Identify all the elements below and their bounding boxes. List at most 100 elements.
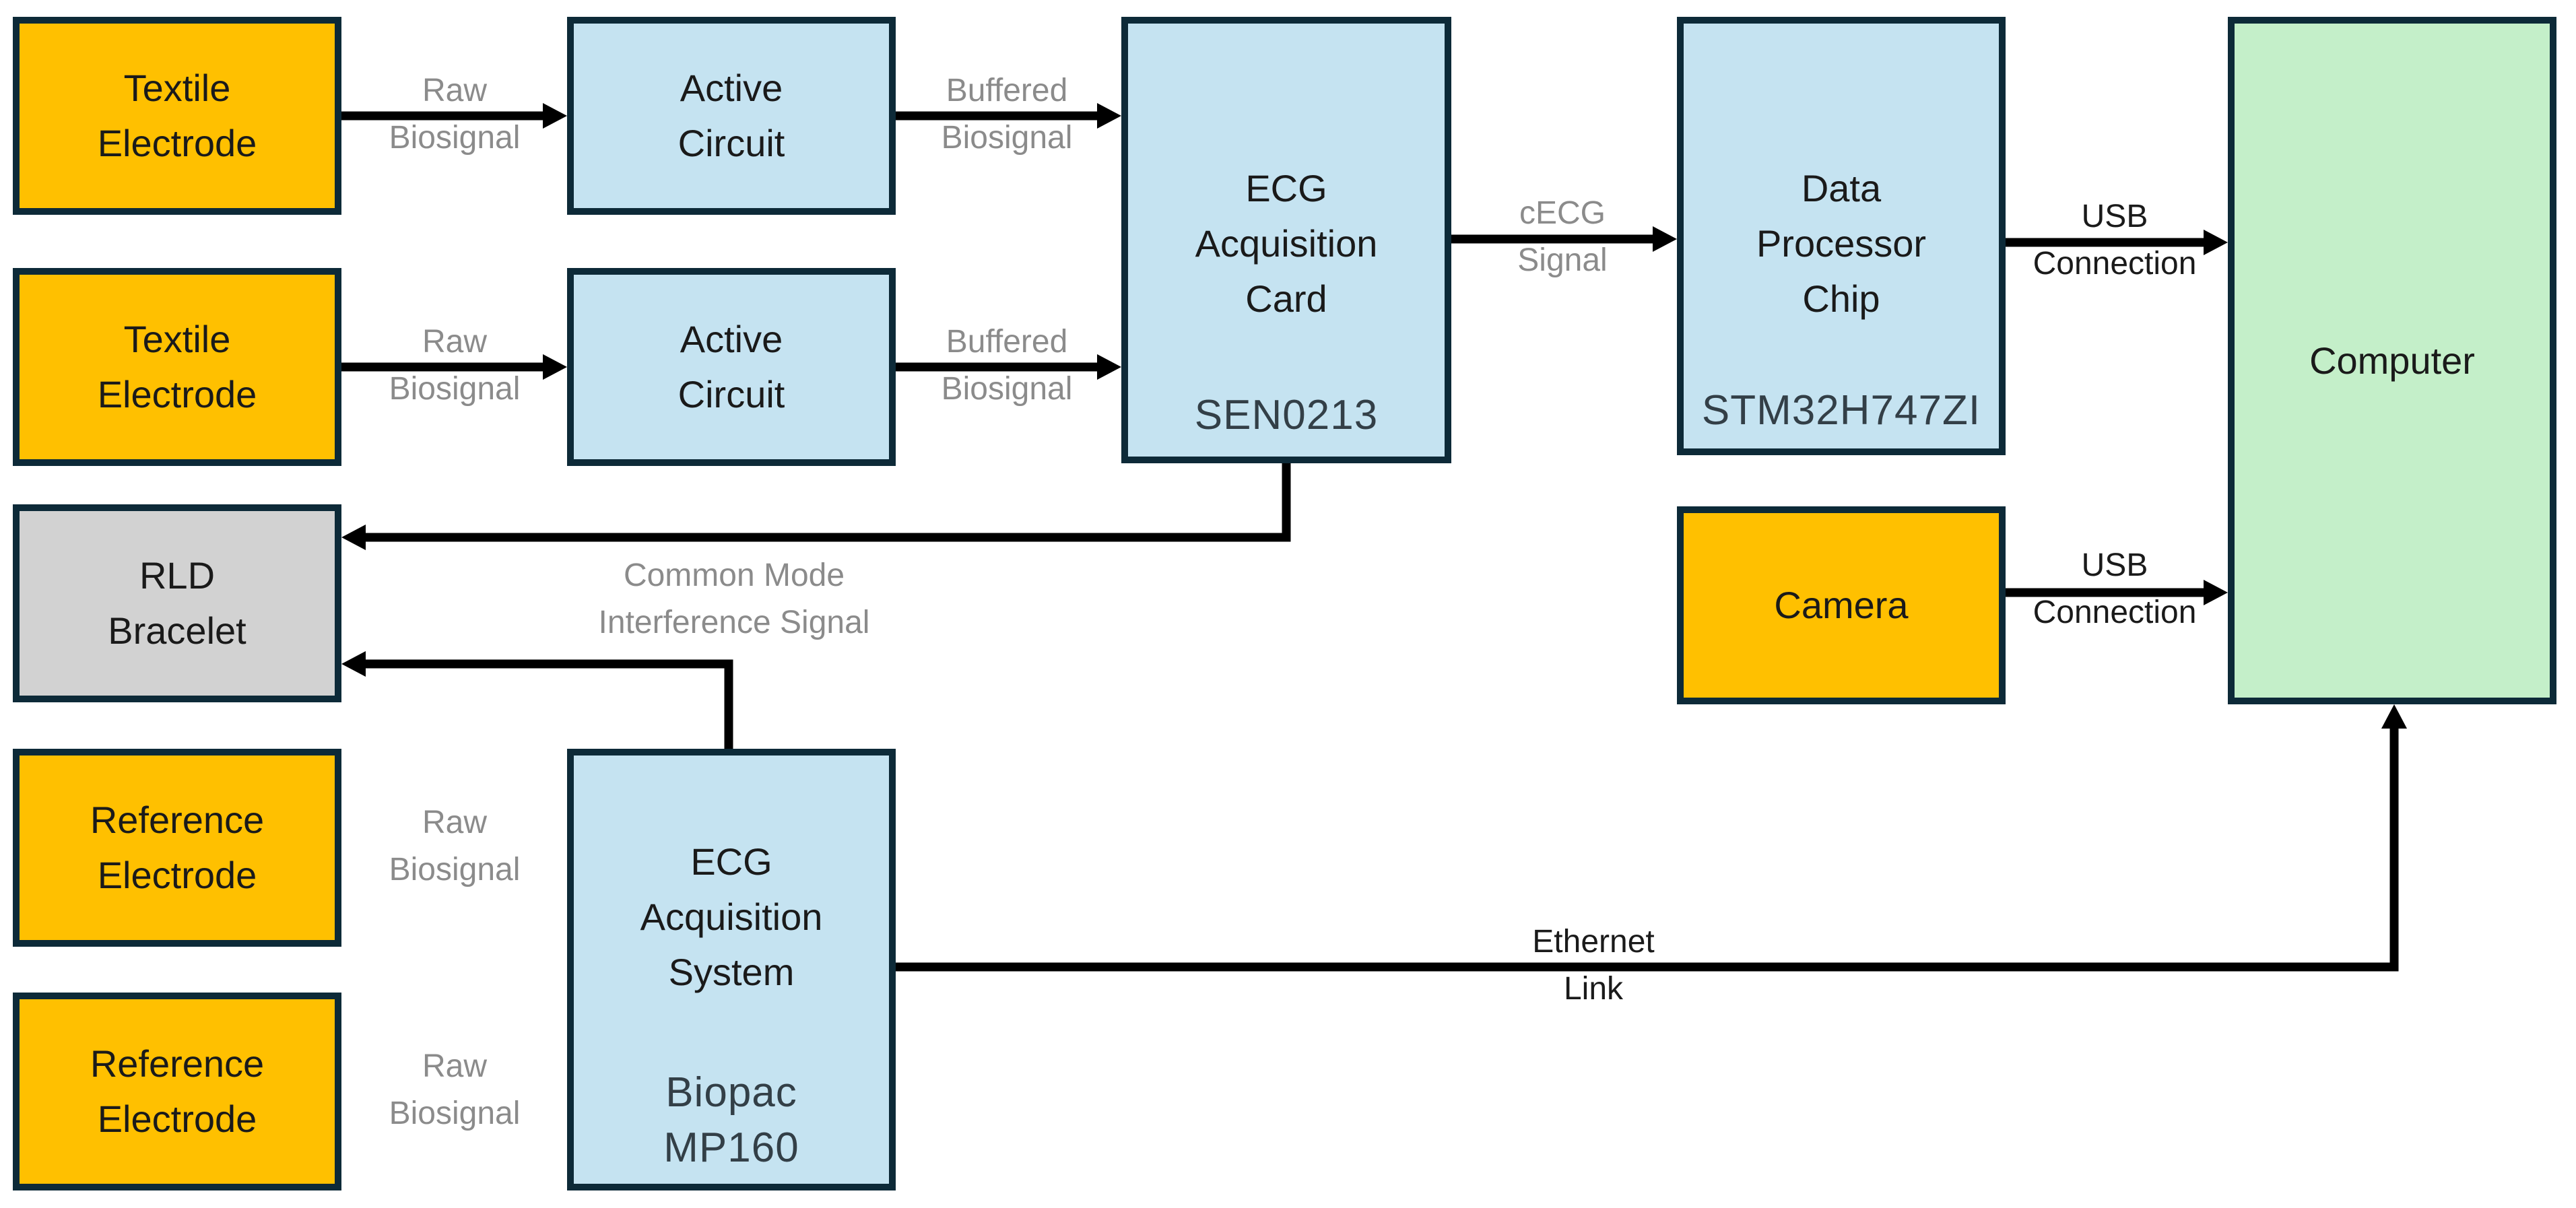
box-label-line: Acquisition (1195, 222, 1378, 265)
box-label-line: Computer (2309, 339, 2475, 382)
box-label-line: Chip (1802, 277, 1880, 320)
box-label-camera: Camera (1684, 578, 1999, 633)
edge-label-line: Raw (422, 1048, 488, 1084)
edge-label-cecg-signal: cECG Signal (1307, 190, 1818, 284)
connector-card-rld (366, 463, 1291, 542)
box-label-line: Circuit (678, 122, 785, 164)
box-label-line: Card (1245, 277, 1327, 320)
arrowhead-camera-computer (2204, 580, 2228, 605)
edge-label-line: Biosignal (941, 371, 1073, 407)
box-label-reference-electrode-2: Reference Electrode (20, 1036, 335, 1147)
connector-system-rld (366, 659, 733, 749)
edge-label-line: Biosignal (941, 120, 1073, 156)
box-computer: Computer (2228, 17, 2556, 704)
box-label-line: ECG (1245, 167, 1327, 209)
edge-label-line: Ethernet (1532, 924, 1655, 960)
edge-label-line: Biosignal (389, 120, 521, 156)
box-label-line: Electrode (97, 854, 257, 896)
edge-label-raw-biosignal-2: Raw Biosignal (199, 318, 711, 413)
box-label-line: Bracelet (108, 609, 246, 652)
edge-label-raw-biosignal-4: Raw Biosignal (199, 1043, 711, 1137)
arrowhead-circuit1-card (1097, 103, 1121, 129)
edge-label-line: Raw (422, 324, 488, 360)
arrowhead-card-rld (341, 525, 366, 550)
edge-label-line: Biosignal (389, 1096, 521, 1131)
arrowhead-card-chip (1653, 226, 1677, 252)
box-label-line: Textile (123, 67, 231, 109)
box-label-line: Circuit (678, 373, 785, 415)
edge-label-line: cECG (1519, 195, 1606, 231)
box-rld-bracelet: RLD Bracelet (13, 504, 341, 702)
connector-system-computer (896, 726, 2399, 972)
edge-label-line: Buffered (946, 324, 1068, 360)
box-label-line: Data (1801, 167, 1882, 209)
arrowhead-textile1-circuit1 (543, 103, 567, 129)
box-label-line: Camera (1774, 584, 1909, 626)
box-label-textile-electrode-1: Textile Electrode (20, 61, 335, 171)
box-active-circuit-1: Active Circuit (567, 17, 896, 215)
box-label-line: Reference (90, 799, 265, 841)
box-label-active-circuit-2: Active Circuit (574, 312, 889, 422)
edge-label-line: Common Mode (623, 558, 845, 593)
edge-label-line: Buffered (946, 73, 1068, 108)
box-label-line: RLD (139, 554, 216, 597)
edge-label-line: USB (2081, 547, 2148, 583)
box-label-reference-electrode-1: Reference Electrode (20, 793, 335, 903)
box-textile-electrode-2: Textile Electrode (13, 268, 341, 466)
edge-label-line: USB (2081, 199, 2148, 234)
model-label-line: SEN0213 (1194, 392, 1379, 438)
model-label-line: MP160 (663, 1125, 799, 1171)
edge-label-buffered-biosignal-2: Buffered Biosignal (751, 318, 1263, 413)
box-label-line: Acquisition (640, 896, 823, 938)
model-label-line: Biopac (665, 1069, 797, 1116)
edge-label-line: Connection (2033, 246, 2197, 281)
box-label-textile-electrode-2: Textile Electrode (20, 312, 335, 422)
model-label-biopac-mp160: Biopac MP160 (574, 1065, 889, 1176)
box-label-line: Active (680, 318, 783, 360)
edge-label-raw-biosignal-1: Raw Biosignal (199, 67, 711, 162)
edge-label-common-mode-interference: Common Mode Interference Signal (478, 552, 990, 646)
edge-label-line: Biosignal (389, 852, 521, 887)
model-label-line: STM32H747ZI (1701, 387, 1981, 434)
box-label-data-processor-chip: Data Processor Chip (1684, 161, 1999, 327)
edge-label-raw-biosignal-3: Raw Biosignal (199, 799, 711, 894)
box-label-line: Processor (1756, 222, 1927, 265)
edge-label-line: Interference Signal (598, 605, 870, 640)
arrowhead-circuit2-card (1097, 354, 1121, 380)
model-label-sen0213: SEN0213 (1128, 388, 1445, 443)
model-label-stm32h747zi: STM32H747ZI (1684, 383, 1999, 438)
box-label-line: ECG (690, 840, 772, 883)
edge-label-usb-connection-2: USB Connection (1859, 542, 2371, 636)
edge-label-line: Signal (1517, 242, 1608, 278)
box-label-line: Reference (90, 1042, 265, 1085)
box-ecg-acquisition-system: ECG Acquisition System Biopac MP160 (567, 749, 896, 1190)
box-reference-electrode-1: Reference Electrode (13, 749, 341, 947)
box-ecg-acquisition-card: ECG Acquisition Card SEN0213 (1121, 17, 1451, 463)
box-label-line: Electrode (97, 1098, 257, 1140)
box-label-ecg-acquisition-card: ECG Acquisition Card (1128, 161, 1445, 327)
box-label-line: Electrode (97, 373, 257, 415)
box-camera: Camera (1677, 506, 2006, 704)
arrowhead-system-computer (2381, 704, 2407, 729)
box-label-line: System (668, 951, 795, 993)
edge-label-line: Raw (422, 805, 488, 840)
box-label-line: Electrode (97, 122, 257, 164)
arrowhead-chip-computer (2204, 230, 2228, 255)
box-data-processor-chip: Data Processor Chip STM32H747ZI (1677, 17, 2006, 455)
box-label-active-circuit-1: Active Circuit (574, 61, 889, 171)
box-textile-electrode-1: Textile Electrode (13, 17, 341, 215)
box-label-line: Active (680, 67, 783, 109)
arrowhead-textile2-circuit2 (543, 354, 567, 380)
edge-label-line: Link (1563, 971, 1624, 1007)
edge-label-line: Raw (422, 73, 488, 108)
box-label-rld-bracelet: RLD Bracelet (20, 548, 335, 659)
edge-label-buffered-biosignal-1: Buffered Biosignal (751, 67, 1263, 162)
box-label-ecg-acquisition-system: ECG Acquisition System (574, 834, 889, 1000)
arrowhead-system-rld (341, 651, 366, 677)
box-label-computer: Computer (2235, 333, 2550, 389)
edge-label-ethernet-link: Ethernet Link (1337, 918, 1849, 1013)
edge-label-line: Connection (2033, 595, 2197, 630)
edge-label-usb-connection-1: USB Connection (1859, 193, 2371, 288)
